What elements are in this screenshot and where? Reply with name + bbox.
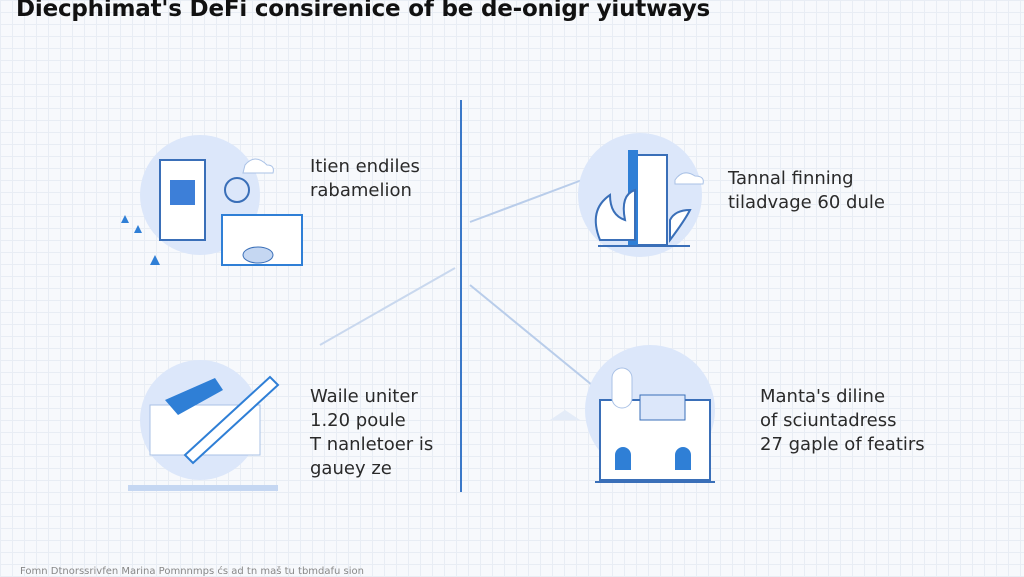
text-line: of sciuntadress — [760, 410, 897, 431]
finance-illustration-icon — [121, 135, 303, 266]
text-line: Waile uniter — [310, 386, 418, 407]
footer-caption: Fomn Dtnorssrivfen Marina Pomnnmps ćs ad… — [20, 566, 364, 577]
page-title: Diecphimat's DeFi consirenice of be de-o… — [16, 0, 711, 22]
text-line: T nanletoer is — [310, 434, 434, 455]
text-block-top-right: Tannal finning tiladvage 60 dule — [728, 167, 885, 215]
connector-top-right — [469, 179, 583, 223]
connector-bottom-left — [319, 267, 456, 346]
text-line: tiladvage 60 dule — [728, 192, 885, 213]
text-line: Manta's diline — [760, 386, 886, 407]
city-illustration-icon — [578, 133, 704, 257]
text-block-top-left: Itien endiles rabamelion — [310, 155, 420, 203]
text-block-bottom-left: Waile uniter 1.20 poule T nanletoer is g… — [310, 385, 433, 481]
text-line: Tannal finning — [728, 168, 854, 189]
building-illustration-icon — [550, 345, 715, 483]
connector-bottom-right — [469, 284, 593, 386]
pen-illustration-icon — [128, 360, 280, 491]
text-block-bottom-right: Manta's diline of sciuntadress 27 gaple … — [760, 385, 925, 457]
text-line: 1.20 poule — [310, 410, 406, 431]
text-line: gauey ze — [310, 458, 392, 479]
text-line: rabamelion — [310, 180, 412, 201]
text-line: 27 gaple of featirs — [760, 434, 925, 455]
text-line: Itien endiles — [310, 156, 420, 177]
